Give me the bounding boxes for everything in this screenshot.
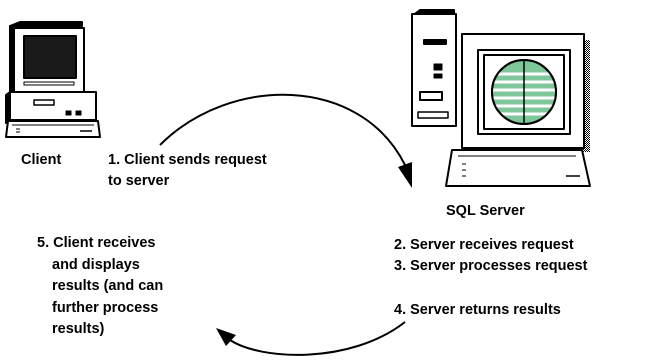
step1-text: 1. Client sends request to server [108, 150, 267, 192]
server-monitor-icon [445, 33, 591, 187]
step5-line: results) [52, 321, 105, 337]
step4-text: 4. Server returns results [394, 302, 561, 318]
step1-line: 1. Client sends request [108, 152, 267, 168]
request-arrow [159, 93, 412, 188]
steps-2-3-text: 2. Server receives request 3. Server pro… [394, 235, 587, 277]
step2-line: 2. Server receives request [394, 237, 574, 253]
desktop-computer-icon [5, 21, 101, 138]
step3-line: 3. Server processes request [394, 258, 588, 274]
database-icon [491, 59, 557, 125]
step5-text: 5. Client receives and displays results … [37, 233, 163, 341]
step5-line: 5. Client receives [37, 235, 156, 251]
step5-line: and displays [52, 256, 140, 273]
results-arrowhead [216, 328, 236, 346]
step1-line: to server [108, 173, 170, 189]
step5-line: results (and can [52, 278, 164, 294]
client-label: Client [21, 152, 62, 168]
request-arrowhead [398, 162, 412, 188]
screen-icon [23, 35, 77, 79]
step5-line: further process [52, 299, 159, 316]
results-arrow [216, 321, 406, 356]
server-tower-icon [411, 9, 457, 127]
sql-server-label: SQL Server [446, 203, 525, 219]
